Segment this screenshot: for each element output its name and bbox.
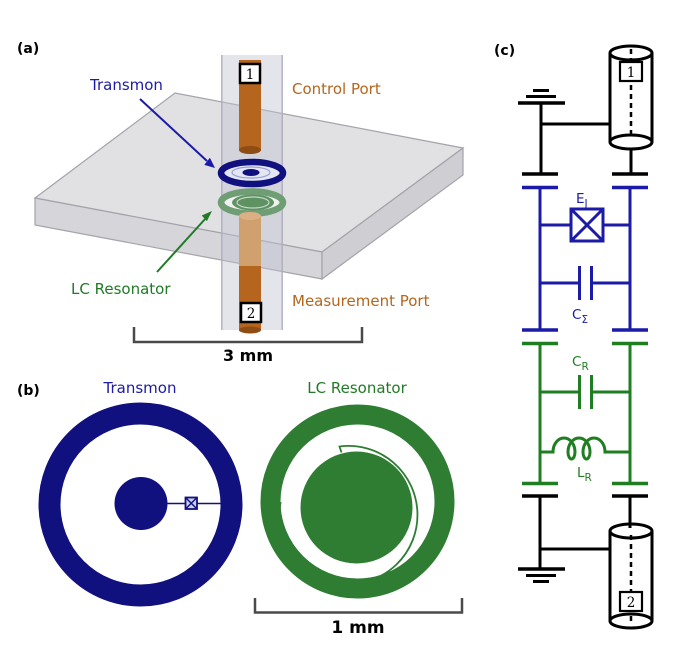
scalebar-b-label: 1 mm	[331, 618, 384, 638]
panel-a-label: (a)	[17, 41, 39, 57]
port1-connector: 1	[608, 44, 654, 151]
spiral-inductor-arm	[278, 445, 419, 585]
circuit-bottom-section: 2	[518, 494, 654, 630]
circuit-transmon-section: EJ CΣ	[522, 185, 648, 332]
transmon-top-view: Transmon	[38, 379, 243, 607]
circuit-top-section: 1	[518, 44, 654, 176]
port2-number: 2	[247, 306, 256, 322]
port2-connector: 2	[608, 522, 654, 630]
jj-cross-2	[185, 497, 198, 510]
transmon-outer-annulus	[38, 402, 243, 607]
resonator-disk	[300, 451, 413, 564]
scalebar-a-line	[132, 327, 364, 344]
transmon-center-dot	[242, 169, 260, 176]
resonator-arrowhead	[201, 211, 212, 222]
resonator-spiral-hint	[236, 196, 270, 209]
measurement-pin-tip	[239, 326, 261, 334]
shunt-capacitance-label: CΣ	[572, 307, 588, 326]
resonator-top-view: LC Resonator	[260, 379, 455, 599]
jj-diag-2	[569, 207, 605, 243]
ground-symbol-top	[518, 89, 565, 105]
scalebar-b-line	[253, 598, 464, 614]
port2-cyl-bottom	[608, 612, 654, 630]
control-pin: 1	[238, 60, 262, 154]
transmon-arrow-line	[139, 98, 208, 162]
port1-box	[238, 62, 262, 85]
port1-number: 1	[246, 67, 255, 83]
panel-c-label: (c)	[494, 43, 515, 59]
measurement-pin-through-chip	[239, 216, 261, 266]
panel-b-label: (b)	[17, 383, 40, 399]
control-pin-tip	[239, 146, 261, 154]
resonator-arrow-line	[156, 217, 207, 273]
josephson-junction-icon	[184, 496, 198, 510]
circuit-resonator-section: CR LR	[522, 341, 648, 486]
measurement-pin-top	[239, 212, 261, 220]
transmon-annotation: Transmon	[89, 76, 215, 168]
transmon-outer-ring	[217, 158, 287, 188]
josephson-energy-label: EJ	[576, 191, 588, 210]
scalebar-a: 3 mm	[132, 327, 364, 365]
resonator-title: LC Resonator	[307, 379, 407, 397]
resonator-annotation: LC Resonator	[71, 211, 212, 298]
panel-c: (c) 1	[494, 43, 654, 630]
transmon-island	[114, 477, 168, 530]
lc-resonator-label: LC Resonator	[71, 280, 171, 298]
transmon-island-outline	[231, 166, 271, 179]
resonator-capacitance-label: CR	[572, 354, 589, 373]
port2-number-c: 2	[627, 595, 636, 611]
measurement-port-label: Measurement Port	[292, 292, 430, 310]
scalebar-b: 1 mm	[253, 598, 464, 638]
port2-box	[239, 301, 263, 324]
josephson-junction-symbol	[569, 207, 605, 243]
scalebar-a-label: 3 mm	[223, 346, 273, 365]
resonator-outer-annulus	[260, 404, 455, 599]
transmon-ring-3d	[217, 158, 287, 188]
resonator-inductance-label: LR	[577, 465, 592, 484]
transmon-arrowhead	[204, 157, 215, 168]
inductor-coil	[540, 436, 630, 461]
port2-box-c	[618, 590, 644, 613]
ground-symbol-bottom	[518, 567, 565, 583]
port1-number-c: 1	[627, 65, 636, 81]
resonator-ring-3d	[217, 188, 287, 217]
panel-b: (b) Transmon LC Resonator 1 mm	[17, 379, 464, 638]
transmon-title: Transmon	[103, 379, 177, 397]
measurement-pin: 2	[239, 212, 263, 334]
panel-a: (a) 1	[17, 41, 465, 365]
control-port-label: Control Port	[292, 80, 381, 98]
transmon-label: Transmon	[89, 76, 163, 94]
port1-box-c	[618, 60, 644, 83]
substrate-front-right-face	[321, 146, 464, 281]
